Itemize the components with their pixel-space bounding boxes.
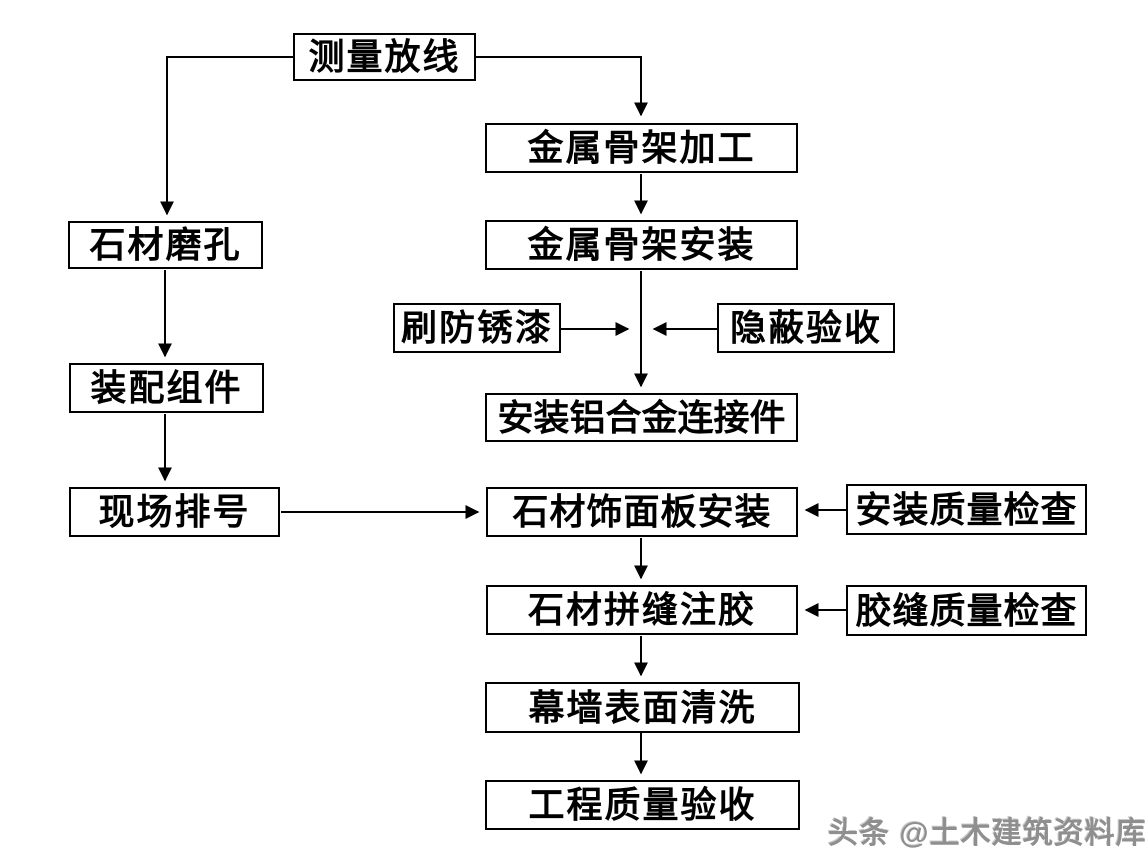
node-frame-install-label: 金属骨架安装 (527, 225, 756, 265)
node-measure-label: 测量放线 (308, 37, 461, 77)
edge-measure-to-stone-drill (160, 56, 293, 216)
watermark-text: 头条 @土木建筑资料库 (828, 817, 1147, 850)
node-measure: 测量放线 (293, 33, 476, 81)
edge-measure-to-frame-process (476, 56, 648, 117)
node-frame-process: 金属骨架加工 (485, 123, 798, 173)
node-assemble: 装配组件 (69, 363, 264, 413)
node-hidden-check: 隐蔽验收 (717, 303, 895, 353)
node-stone-panel: 石材饰面板安装 (486, 487, 798, 537)
node-final-accept: 工程质量验收 (485, 780, 800, 830)
node-stone-drill: 石材磨孔 (68, 221, 263, 269)
node-final-accept-label: 工程质量验收 (528, 785, 757, 825)
node-rust-paint-label: 刷防锈漆 (400, 308, 553, 348)
node-caulk-check-label: 胶缝质量检查 (855, 590, 1078, 631)
node-wall-clean-label: 幕墙表面清洗 (528, 687, 757, 728)
node-stone-panel-label: 石材饰面板安装 (512, 492, 772, 532)
node-alu-connector: 安装铝合金连接件 (485, 393, 798, 442)
node-rust-paint: 刷防锈漆 (393, 303, 561, 353)
node-frame-install: 金属骨架安装 (485, 220, 798, 270)
node-hidden-check-label: 隐蔽验收 (729, 308, 882, 348)
node-frame-process-label: 金属骨架加工 (527, 128, 756, 168)
node-wall-clean: 幕墙表面清洗 (485, 682, 800, 733)
node-install-check: 安装质量检查 (846, 484, 1087, 535)
node-site-number-label: 现场排号 (98, 492, 251, 532)
node-stone-caulk: 石材拼缝注胶 (486, 585, 798, 635)
node-assemble-label: 装配组件 (90, 368, 243, 408)
node-stone-drill-label: 石材磨孔 (89, 225, 242, 265)
node-install-check-label: 安装质量检查 (855, 489, 1078, 530)
node-alu-connector-label: 安装铝合金连接件 (497, 397, 786, 438)
node-stone-caulk-label: 石材拼缝注胶 (527, 590, 756, 630)
node-site-number: 现场排号 (69, 487, 280, 537)
node-caulk-check: 胶缝质量检查 (846, 585, 1087, 636)
